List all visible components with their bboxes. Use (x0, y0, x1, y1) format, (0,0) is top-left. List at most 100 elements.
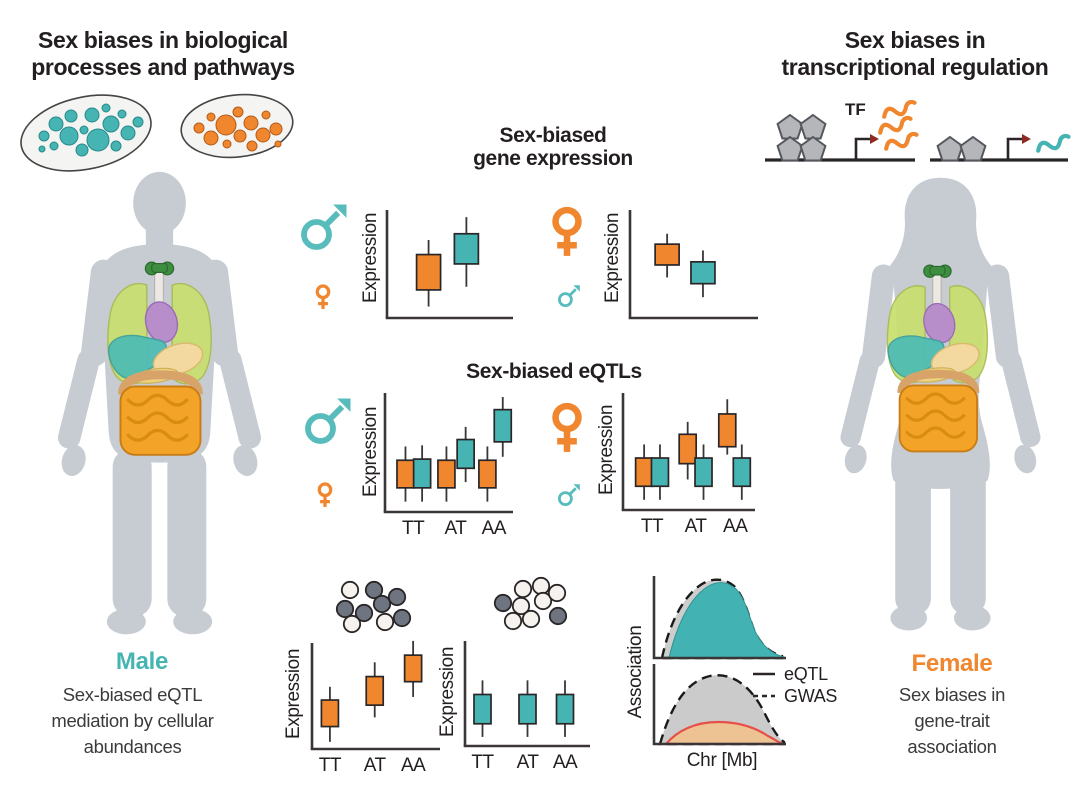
top-right-title-line1: Sex biases in (844, 27, 986, 53)
box-teal (453, 232, 480, 265)
association-legend: eQTL GWAS (752, 663, 837, 707)
gene-expression-heading: Sex-biased gene expression (453, 124, 653, 170)
female-symbol-small-icon (315, 284, 331, 309)
female-symbol-large-icon (552, 206, 582, 256)
eqtls-heading: Sex-biased eQTLs (466, 360, 642, 383)
transcript-teal-icon (1036, 135, 1070, 153)
box-orange (654, 243, 680, 266)
promoter-arrow-right (1006, 137, 1022, 160)
male-organs (108, 262, 211, 455)
box-orange (717, 413, 737, 448)
tf-pentagon-icon (799, 114, 827, 140)
female-caption: Sex biases in gene-trait association (898, 684, 1006, 757)
box-teal (518, 693, 537, 725)
eqtl-curve-red (663, 720, 783, 746)
association-axis-top (652, 576, 786, 660)
solid-line-icon (753, 672, 775, 676)
box-teal (555, 693, 575, 725)
female-symbol-small-icon (317, 482, 333, 507)
female-label: Female (911, 650, 993, 677)
female-body-silhouette (840, 177, 1041, 631)
male-symbol-large-icon (305, 398, 351, 444)
boxplot-eqtl-female: TT AT AA (621, 393, 755, 537)
box-teal (650, 457, 670, 488)
box-orange (320, 699, 340, 728)
gene-expression-heading-line1: Sex-biased (499, 124, 607, 147)
male-caption: Sex-biased eQTL mediation by cellular ab… (51, 684, 214, 757)
tf-pentagon-icon (936, 136, 964, 162)
dashed-line-icon (753, 694, 775, 698)
legend-label-gwas: GWAS (784, 685, 838, 706)
ylabel-expression: Expression (602, 213, 623, 303)
female-symbol-large-icon (552, 402, 582, 452)
genotype-label: AA (482, 518, 507, 539)
transcripts-orange-icon (878, 101, 918, 151)
pathway-ellipse-female-icon (180, 93, 294, 159)
tf-illustration (765, 95, 1080, 162)
box-orange (415, 253, 442, 291)
genotype-label: AA (401, 755, 426, 776)
genotype-label: AA (723, 516, 748, 537)
promoter-arrowhead-right (1022, 134, 1031, 144)
box-teal (456, 438, 475, 470)
box-teal (694, 457, 713, 488)
male-body-silhouette (57, 171, 262, 635)
top-left-title-line2: processes and pathways (31, 54, 295, 80)
top-left-title: Sex biases in biological processes and p… (8, 27, 318, 81)
promoter-arrow-left (854, 137, 870, 160)
box-orange (678, 433, 698, 465)
female-organs (887, 265, 987, 451)
cell-cluster-light-majority-icon (493, 576, 568, 631)
male-label: Male (115, 648, 169, 675)
gene-expression-heading-line2: gene expression (473, 147, 633, 170)
tf-pentagon-icon (959, 136, 987, 162)
top-right-title-line2: transcriptional regulation (781, 54, 1049, 80)
box-orange (634, 457, 654, 488)
cell-cluster-dark-majority-icon (335, 580, 412, 634)
genotype-label: AT (517, 752, 540, 773)
genotype-label: AT (364, 755, 387, 776)
tf-pentagon-icon (776, 114, 804, 140)
box-orange (365, 675, 385, 706)
genotype-label: TT (402, 518, 425, 539)
ylabel-expression: Expression (283, 649, 304, 739)
pathway-ellipse-male-icon (20, 94, 152, 172)
box-orange (396, 459, 415, 489)
ylabel-expression: Expression (360, 407, 381, 497)
box-teal (690, 260, 716, 285)
boxplot-gene-expression-male (385, 210, 513, 320)
eqtl-curve-teal (668, 582, 785, 659)
genotype-label: AA (553, 752, 578, 773)
legend-row-eqtl: eQTL (752, 663, 837, 685)
top-left-title-line1: Sex biases in biological (38, 27, 288, 53)
legend-label-eqtl: eQTL (784, 663, 828, 684)
xlabel-chromosome: Chr [Mb] (686, 750, 758, 771)
box-teal (473, 693, 492, 725)
genotype-label: TT (471, 752, 494, 773)
box-teal (493, 408, 513, 443)
genotype-label: AT (685, 516, 708, 537)
tf-pentagon-icon (799, 136, 827, 162)
association-plot-eqtl (652, 576, 786, 660)
tf-pentagon-icon (776, 136, 804, 162)
box-orange (437, 459, 456, 489)
ylabel-expression: Expression (596, 405, 617, 495)
legend-row-gwas: GWAS (752, 685, 837, 707)
box-teal (732, 457, 752, 488)
ylabel-association: Association (625, 625, 646, 719)
male-symbol-large-icon (301, 204, 347, 250)
top-right-title: Sex biases in transcriptional regulation (745, 27, 1080, 81)
boxplot-eqtl-male: TT AT AA (383, 393, 513, 539)
genotype-label: TT (641, 516, 664, 537)
box-orange (403, 654, 423, 683)
promoter-arrowhead-left (870, 134, 879, 144)
genotype-label: AT (444, 518, 467, 539)
box-orange (478, 459, 497, 489)
association-plot-gwas (652, 664, 786, 746)
ylabel-expression: Expression (360, 213, 381, 303)
boxplot-mediation-teal: TT AT AA (463, 641, 590, 773)
association-axis-bottom (652, 664, 786, 746)
tf-label: TF (845, 100, 866, 119)
